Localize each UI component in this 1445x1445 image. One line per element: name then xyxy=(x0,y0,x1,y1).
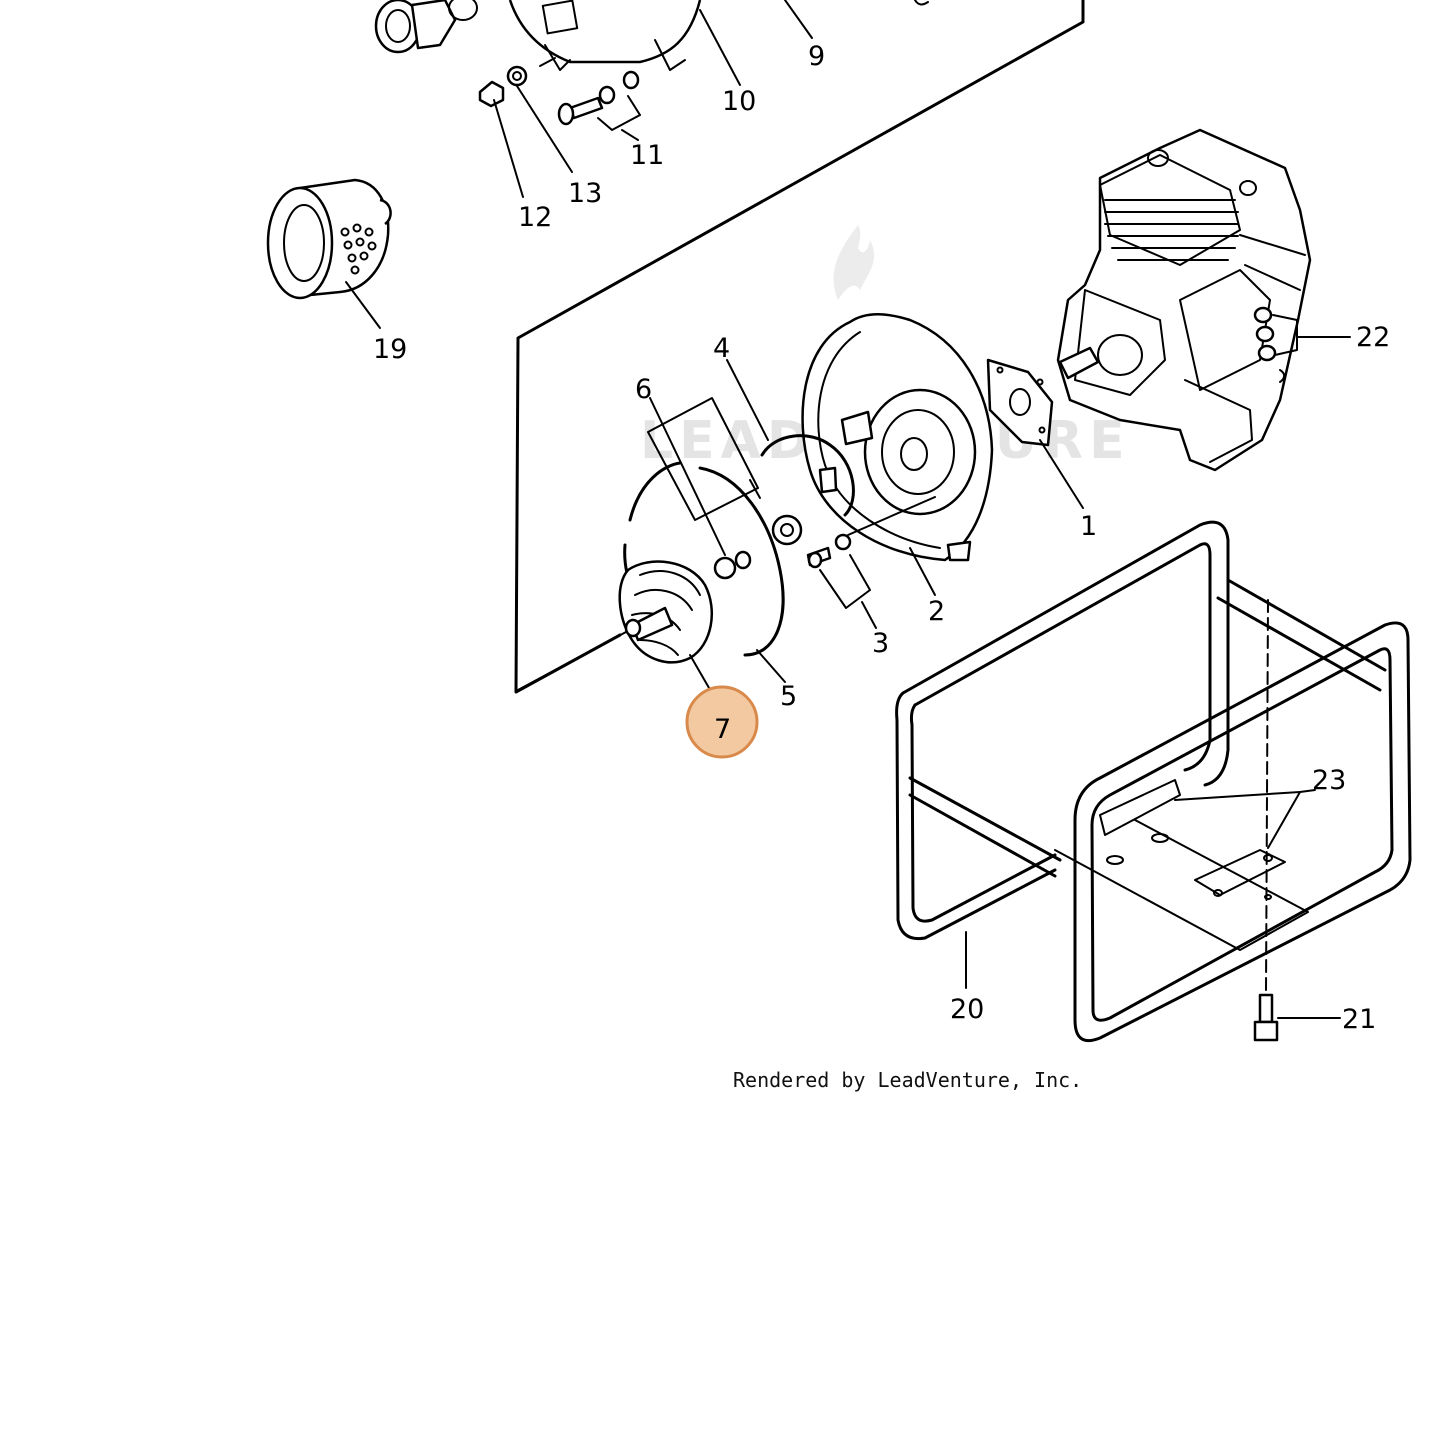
part-6-mechanical-seal xyxy=(647,397,759,580)
callout-23[interactable]: 23 xyxy=(1312,765,1346,796)
part-1-gasket xyxy=(986,358,1084,509)
part-3-bolt-washer xyxy=(771,514,877,629)
callout-1[interactable]: 1 xyxy=(1080,511,1097,542)
engine-cylinder-fins xyxy=(1104,199,1239,261)
part-21-bolt xyxy=(1253,599,1341,1042)
callout-12[interactable]: 12 xyxy=(518,202,552,233)
part-12-13-drain-plug xyxy=(478,57,573,198)
callout-19[interactable]: 19 xyxy=(373,334,407,365)
callout-4[interactable]: 4 xyxy=(713,333,730,364)
callout-labels: 9 10 11 13 12 19 22 4 6 1 2 3 5 23 20 21 xyxy=(373,41,1390,1035)
callout-7-highlighted[interactable]: 7 xyxy=(685,685,759,759)
part-4-o-ring xyxy=(726,359,855,517)
part-2-volute-plate xyxy=(801,313,994,596)
callout-21[interactable]: 21 xyxy=(1342,1004,1376,1035)
callout-13[interactable]: 13 xyxy=(568,178,602,209)
watermark-flame-icon xyxy=(833,225,875,300)
callout-3[interactable]: 3 xyxy=(872,628,889,659)
callout-9[interactable]: 9 xyxy=(808,41,825,72)
part-20-frame xyxy=(895,520,1412,1043)
part-7-impeller xyxy=(517,560,717,701)
callout-20[interactable]: 20 xyxy=(950,994,984,1025)
render-credit: Rendered by LeadVenture, Inc. xyxy=(733,1068,1082,1092)
part-11-bolts xyxy=(557,70,641,141)
callout-5[interactable]: 5 xyxy=(780,681,797,712)
part-19-strainer xyxy=(266,178,392,329)
callout-10[interactable]: 10 xyxy=(722,86,756,117)
callout-6[interactable]: 6 xyxy=(635,374,652,405)
callout-11[interactable]: 11 xyxy=(630,140,664,171)
callout-7-highlight-circle[interactable] xyxy=(685,685,759,759)
strainer-holes xyxy=(340,223,377,275)
callout-7[interactable]: 7 xyxy=(714,714,731,745)
part-inlet-fitting xyxy=(374,0,478,54)
part-engine xyxy=(1056,128,1312,472)
part-9-10-pump-casing xyxy=(508,0,929,86)
part-22-nuts xyxy=(1253,306,1351,383)
part-23-mount-pads xyxy=(1174,789,1316,849)
callout-2[interactable]: 2 xyxy=(928,596,945,627)
callout-22[interactable]: 22 xyxy=(1356,322,1390,353)
